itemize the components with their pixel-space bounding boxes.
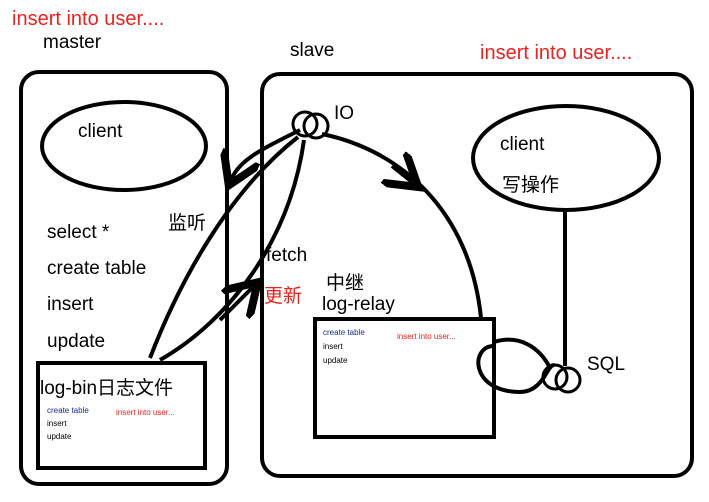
- top-left-note: insert into user....: [12, 8, 165, 30]
- command-create-table: create table: [47, 258, 147, 279]
- fetch-curve: [159, 139, 306, 362]
- slave-client-label: client: [500, 134, 545, 155]
- relay-box: [313, 317, 496, 439]
- logbin-title: log-bin日志文件: [40, 378, 174, 399]
- relay-note: insert into user...: [397, 332, 456, 341]
- slave-client-sub: 写操作: [502, 175, 560, 196]
- relay-title-cn: 中继: [326, 273, 365, 294]
- logbin-line-update: update: [47, 432, 72, 441]
- relay-line-insert: insert: [323, 342, 343, 351]
- relay-title-en: log-relay: [322, 294, 395, 315]
- fetch-label: fetch: [266, 245, 308, 266]
- sql-thread-circle-b: [554, 366, 582, 394]
- io-thread-circle-a: [291, 110, 319, 138]
- slave-client-ellipse: [471, 104, 661, 212]
- slave-box: [260, 72, 694, 478]
- fetch-arrow: [218, 288, 252, 322]
- listen-curve: [148, 135, 300, 359]
- logbin-note: insert into user...: [116, 408, 175, 417]
- io-label: IO: [334, 103, 355, 124]
- relay-to-sql-loop: [476, 344, 557, 395]
- relay-line-create: create table: [323, 328, 365, 337]
- master-title: master: [43, 32, 102, 53]
- relay-to-sql-loop-top: [493, 337, 552, 369]
- io-to-relay-curve: [321, 132, 483, 319]
- logbin-box: [36, 361, 207, 470]
- io-to-relay-arrow: [392, 166, 412, 182]
- master-client-ellipse: [40, 100, 208, 192]
- slave-top-note: insert into user....: [480, 42, 633, 64]
- listen-arrow: [232, 128, 301, 178]
- slave-title: slave: [290, 40, 335, 61]
- listen-label: 监听: [168, 213, 207, 234]
- command-update: update: [47, 331, 106, 352]
- io-thread-circle-b: [302, 112, 330, 140]
- master-client-label: client: [78, 121, 123, 142]
- update-label: 更新: [264, 286, 303, 307]
- logbin-line-insert: insert: [47, 419, 67, 428]
- relay-line-update: update: [323, 356, 348, 365]
- command-insert: insert: [47, 294, 94, 315]
- sql-label: SQL: [587, 354, 626, 375]
- logbin-line-create: create table: [47, 406, 89, 415]
- command-select: select *: [47, 222, 110, 243]
